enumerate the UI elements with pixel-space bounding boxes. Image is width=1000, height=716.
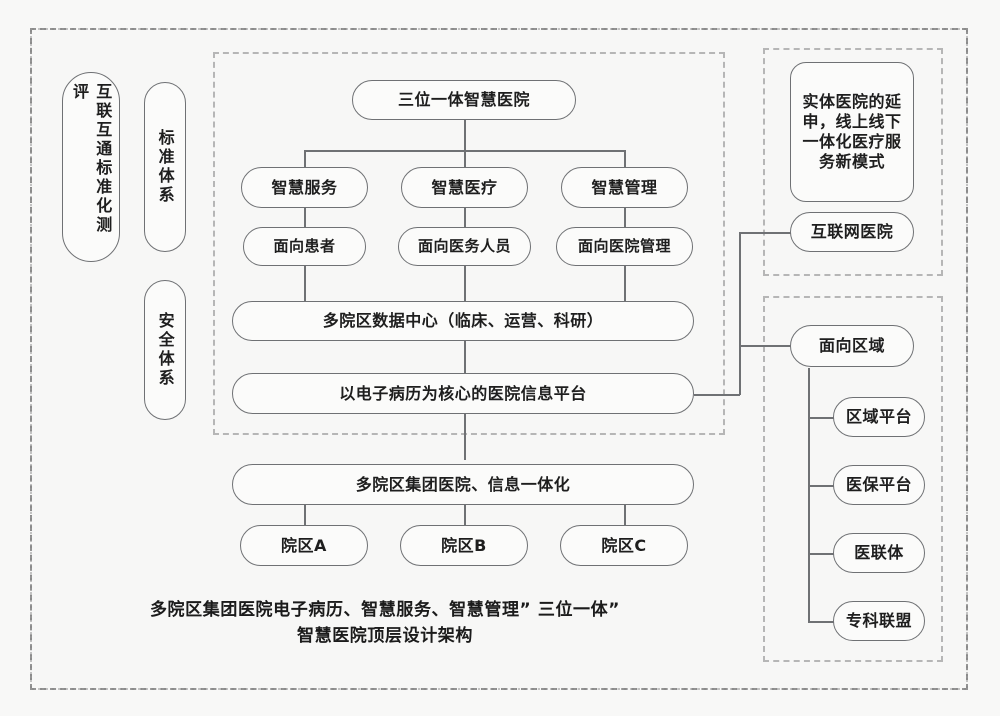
connector-group-campus-c xyxy=(624,505,626,525)
connector-region-trunk xyxy=(808,368,810,622)
diagram-caption: 多院区集团医院电子病历、智慧服务、智慧管理” 三位一体” 智慧医院顶层设计架构 xyxy=(60,598,710,649)
node-campus-b[interactable]: 院区B xyxy=(400,525,528,566)
connector-region-platform xyxy=(808,417,834,419)
connector-service-audience xyxy=(304,207,306,227)
connector-platform-bridge-h xyxy=(694,394,740,396)
node-medical-consortium[interactable]: 医联体 xyxy=(833,533,925,573)
connector-drop-medical xyxy=(464,150,466,168)
node-smart-service[interactable]: 智慧服务 xyxy=(241,167,368,208)
connector-insurance-platform xyxy=(808,485,834,487)
connector-drop-management xyxy=(624,150,626,168)
caption-line-2: 智慧医院顶层设计架构 xyxy=(297,625,473,646)
connector-to-internet-hospital xyxy=(739,232,791,234)
node-smart-management[interactable]: 智慧管理 xyxy=(561,167,688,208)
connector-audience-datacenter-left xyxy=(304,266,306,301)
connector-group-campus-b xyxy=(464,505,466,525)
node-campus-c[interactable]: 院区C xyxy=(560,525,688,566)
connector-group-campus-a xyxy=(304,505,306,525)
connector-specialty-alliance xyxy=(808,621,834,623)
panel-internet-hospital xyxy=(763,48,943,276)
pillar-security-system[interactable]: 安全体系 xyxy=(144,280,186,420)
panel-core-architecture xyxy=(213,52,725,435)
connector-platform-group xyxy=(464,413,466,460)
node-internet-hospital-note: 实体医院的延申，线上线下一体化医疗服务新模式 xyxy=(790,62,914,202)
connector-audience-datacenter-right xyxy=(624,266,626,301)
connector-medical-audience xyxy=(464,207,466,227)
node-specialty-alliance[interactable]: 专科联盟 xyxy=(833,601,925,641)
node-internet-hospital[interactable]: 互联网医院 xyxy=(790,212,914,252)
node-medical-staff-oriented[interactable]: 面向医务人员 xyxy=(398,227,531,266)
connector-root-stem xyxy=(464,119,466,151)
node-multi-campus-data-center[interactable]: 多院区数据中心（临床、运营、科研） xyxy=(232,301,694,341)
pillar-standard-system[interactable]: 标准体系 xyxy=(144,82,186,252)
connector-to-region xyxy=(739,345,791,347)
node-multi-campus-group-integration[interactable]: 多院区集团医院、信息一体化 xyxy=(232,464,694,505)
connector-audience-datacenter-center xyxy=(464,266,466,301)
connector-medical-alliance xyxy=(808,553,834,555)
node-emr-core-hospital-platform[interactable]: 以电子病历为核心的医院信息平台 xyxy=(232,373,694,414)
connector-datacenter-platform xyxy=(464,341,466,373)
node-hospital-management-oriented[interactable]: 面向医院管理 xyxy=(556,227,693,266)
node-medical-insurance-platform[interactable]: 医保平台 xyxy=(833,465,925,505)
node-region-oriented[interactable]: 面向区域 xyxy=(790,325,914,367)
panel-region-oriented xyxy=(763,296,943,662)
connector-management-audience xyxy=(624,207,626,227)
node-regional-platform[interactable]: 区域平台 xyxy=(833,397,925,437)
node-campus-a[interactable]: 院区A xyxy=(240,525,368,566)
pillar-interconnect-evaluation[interactable]: 互联互通标准化测评 xyxy=(62,72,120,262)
node-smart-medical[interactable]: 智慧医疗 xyxy=(401,167,528,208)
node-patient-oriented[interactable]: 面向患者 xyxy=(243,227,366,266)
connector-right-trunk xyxy=(739,232,741,395)
caption-line-1: 多院区集团医院电子病历、智慧服务、智慧管理” 三位一体” xyxy=(149,600,621,620)
node-three-in-one-smart-hospital[interactable]: 三位一体智慧医院 xyxy=(352,80,576,120)
connector-drop-service xyxy=(304,150,306,168)
